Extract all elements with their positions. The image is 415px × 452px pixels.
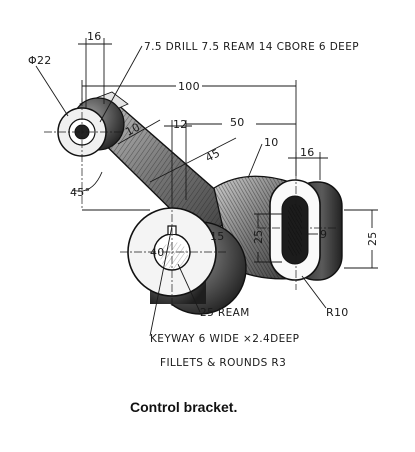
dim-25-mid-label: 25 xyxy=(252,229,265,244)
angle-45-label: 45° xyxy=(70,186,90,199)
drill-note-label: 7.5 DRILL 7.5 REAM 14 CBORE 6 DEEP xyxy=(144,41,359,53)
slot-inner-face xyxy=(288,204,302,256)
part-body xyxy=(57,91,343,315)
dim-16-top-label: 16 xyxy=(87,30,102,43)
radius-note: R10 xyxy=(326,306,349,319)
dim-10-arm-label: 10 xyxy=(123,120,142,138)
center-lines xyxy=(44,98,336,308)
dim-25-right-label: 25 xyxy=(366,231,379,246)
dimension-lines xyxy=(35,38,378,337)
keyway-note: KEYWAY 6 WIDE ×2.4DEEP xyxy=(150,333,299,345)
notes: 25 REAM R10 KEYWAY 6 WIDE ×2.4DEEP FILLE… xyxy=(150,306,349,369)
dim-15-label: 15 xyxy=(210,230,225,243)
fillets-note: FILLETS & ROUNDS R3 xyxy=(160,357,286,369)
dim-100-label: 100 xyxy=(178,80,200,93)
dim-45-length-label: 45 xyxy=(203,146,222,164)
dim-50-label: 50 xyxy=(230,116,245,129)
dim-12-label: 12 xyxy=(173,118,188,131)
dim-9-label: 9 xyxy=(320,228,327,241)
dia-40-label: 40 xyxy=(150,246,165,259)
dia-22-label: Φ22 xyxy=(28,54,52,67)
figure-caption: Control bracket. xyxy=(130,399,237,415)
ream-note: 25 REAM xyxy=(200,307,250,319)
dim-16-right-label: 16 xyxy=(300,146,315,159)
dimension-labels: Φ22 16 7.5 DRILL 7.5 REAM 14 CBORE 6 DEE… xyxy=(28,30,379,259)
dim-10-top-label: 10 xyxy=(264,136,279,149)
